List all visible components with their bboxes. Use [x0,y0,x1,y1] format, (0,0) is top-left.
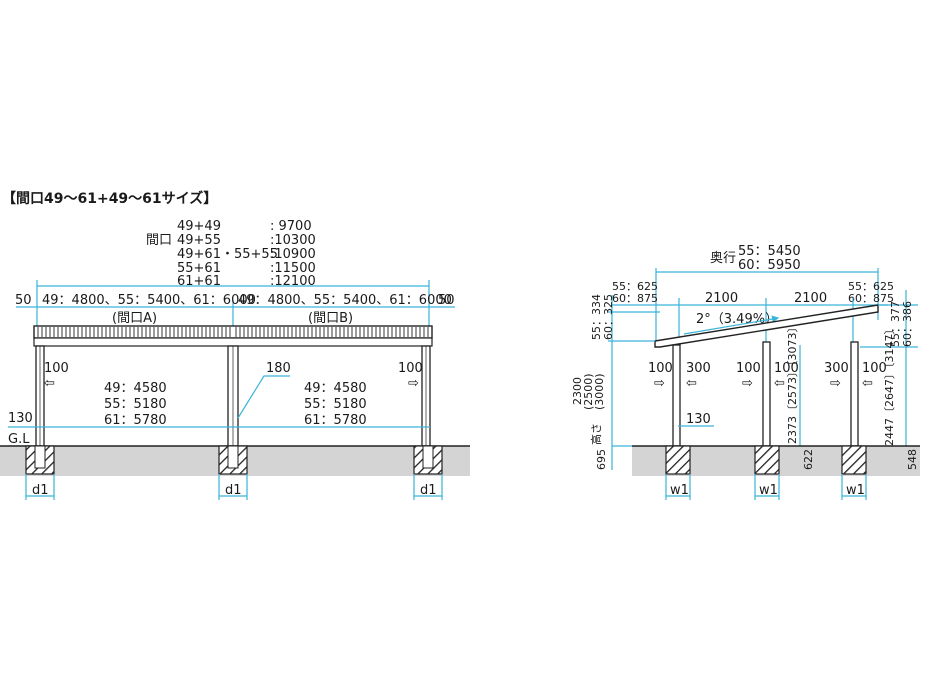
span-value: 2100 [705,291,738,306]
slope-arrow [683,315,780,335]
side-footing [841,445,867,475]
drawing-title: 【間口49～61+49～61サイズ】 [2,190,217,207]
height-value: (3000) [593,373,606,410]
side-footing-label: w1 [759,483,778,498]
width-row-size: 55+61 [177,261,221,276]
footing-label: d1 [32,483,49,498]
left-post-arrow-icon: ⇦ [44,376,55,391]
width-row-size: 49+61・55+55 [177,247,278,262]
bay-b-span: 49：4800、55：5400、61：6000 [238,293,452,308]
footing-depth-front: 695 [595,449,608,470]
middle-post-label: 100 [736,361,761,376]
front-post-arrow-icon: ⇨ [654,376,665,391]
clear-width-b: 61：5780 [304,413,367,428]
side-footing-label: w1 [846,483,865,498]
width-row-size: 61+61 [177,274,221,289]
center-post-label: 180 [266,361,291,376]
front-post-label: 300 [686,361,711,376]
clear-width-a: 61：5780 [104,413,167,428]
side-front-post [672,344,681,447]
middle-post-label: 100 [774,361,799,376]
center-post [227,345,239,447]
slope-label: 2°（3.49%） [696,312,778,327]
rear-height-diff: 55：377 [889,301,902,347]
side-overhang-left: 50 [15,293,32,308]
depth-value: 60：5950 [738,258,801,273]
left-post-label: 100 [44,361,69,376]
width-row-value: :12100 [270,274,316,289]
front-post-arrow-icon: ⇦ [686,376,697,391]
rear-height-diff: 60：386 [901,301,914,347]
right-post-arrow-icon: ⇨ [408,376,419,391]
front-height-diff: 60：325 [602,294,615,340]
roof-panel [33,325,433,347]
width-row-value: :10900 [270,247,316,262]
rear-post-arrow-icon: ⇦ [862,376,873,391]
bay-a-span: 49：4800、55：5400、61：6000 [42,293,256,308]
clear-width-a: 49：4580 [104,381,167,396]
bay-a-label: (間口A) [112,311,157,326]
right-post-label: 100 [398,361,423,376]
front-overhang: 60：875 [612,292,658,305]
right-post [421,345,431,447]
height-value: 2300 [571,377,584,405]
front-base-label: 130 [686,412,711,427]
ground-label: G.L [8,432,30,447]
width-row-size: 49+49 [177,219,221,234]
post-base [34,445,46,469]
rear-overhang: 55：625 [848,280,894,293]
side-view: 奥行 55：5450 60：5950 55：625 60：875 55：625 … [571,244,920,500]
side-footing-label: w1 [670,483,689,498]
width-row-value: :11500 [270,261,316,276]
depth-label: 奥行 [710,251,736,266]
side-footing [754,445,780,475]
width-row-value: :10300 [270,233,316,248]
bay-a-label-bg [110,311,158,325]
rear-post-arrow-icon: ⇨ [830,376,841,391]
footing-depth-mid: 622 [802,449,815,470]
post-base [422,445,434,469]
middle-post-arrow-icon: ⇨ [742,376,753,391]
rear-post-height: 2447〔2647〕〔3147〕 [883,324,896,446]
bay-b-label-bg [306,311,354,325]
width-table: 間口 49+49 : 9700 49+55 :10300 49+61・55+55… [146,219,316,289]
footing-depth-rear: 548 [906,449,919,470]
width-row-size: 49+55 [177,233,221,248]
rear-overhang: 60：875 [848,292,894,305]
rear-post-label: 100 [862,361,887,376]
left-post [35,345,45,447]
base-height-label: 130 [8,411,33,426]
clear-width-b: 49：4580 [304,381,367,396]
front-view: 間口 49+49 : 9700 49+55 :10300 49+61・55+55… [0,219,470,500]
span-value: 2100 [794,291,827,306]
post-base [227,445,239,469]
height-label: 高さ [589,423,603,445]
height-value: (2500) [582,373,595,410]
front-post-label: 100 [648,361,673,376]
rear-post-label: 300 [824,361,849,376]
center-post-leader-line [237,375,290,419]
side-roof-beam [654,304,879,348]
footing-width-dimensions [25,474,443,500]
mid-post-height: 2373〔2573〕〔3073〕 [786,322,799,444]
side-footing-width-dimensions [665,474,867,500]
clear-width-b: 55：5180 [304,397,367,412]
middle-post-arrow-icon: ⇦ [774,376,785,391]
side-footing [665,445,691,475]
side-rear-post [850,341,859,447]
bay-b-label: (間口B) [308,311,353,326]
side-overhang-right: 50 [438,293,455,308]
front-height-diff: 55：334 [590,294,603,340]
width-row-value: : 9700 [270,219,312,234]
footing-label: d1 [225,483,242,498]
width-table-label: 間口 [146,233,172,248]
side-middle-post [762,341,771,447]
depth-value: 55：5450 [738,244,801,259]
footing-label: d1 [420,483,437,498]
clear-width-a: 55：5180 [104,397,167,412]
front-overhang: 55：625 [612,280,658,293]
